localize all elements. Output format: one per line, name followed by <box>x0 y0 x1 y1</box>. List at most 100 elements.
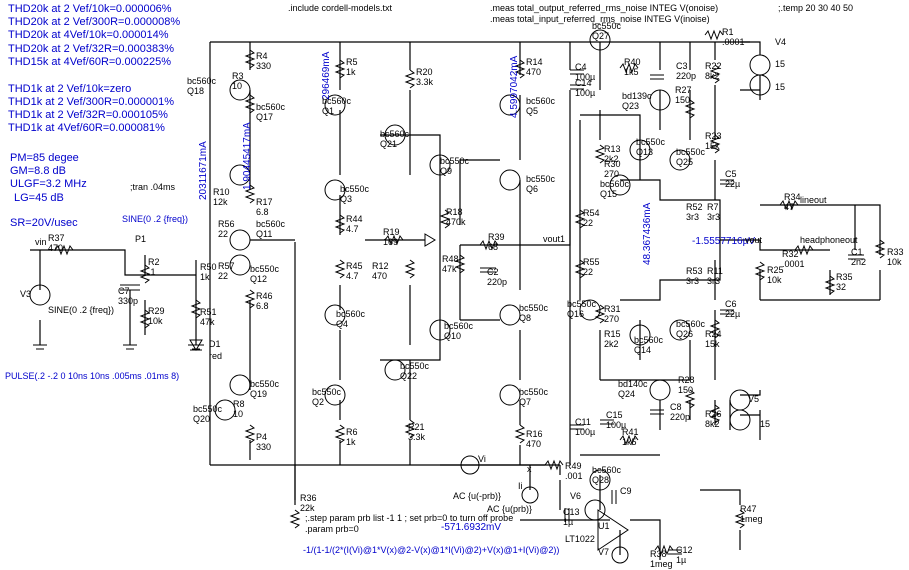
component-ref: R13 <box>604 144 621 154</box>
component-ref: C15 <box>606 410 623 420</box>
component-ref: R28 <box>678 375 695 385</box>
component-ref: C9 <box>620 486 632 496</box>
temp-directive: ;.temp 20 30 40 50 <box>778 3 854 13</box>
component-value: 100µ <box>575 427 596 437</box>
component-value: 100µ <box>575 88 596 98</box>
component-value: 3.3k <box>408 432 426 442</box>
transistor-model: bc550c <box>340 184 370 194</box>
component-value: 470 <box>372 271 388 281</box>
component-ref: R25 <box>767 265 784 275</box>
component-value: 10 <box>232 81 243 91</box>
net-label: Ii <box>518 481 523 491</box>
component-ref: R8 <box>233 399 245 409</box>
sine-source: SINE(0 .2 {freq}) <box>48 305 115 315</box>
component-value: 330p <box>118 296 139 306</box>
source-label: 15 <box>775 59 786 69</box>
net-label: vout1 <box>543 234 566 244</box>
component-ref: C13 <box>563 507 580 517</box>
transistor-model: bc550c <box>592 21 622 31</box>
component-value: 100µ <box>575 72 596 82</box>
transistor-ref: Q21 <box>380 139 398 149</box>
component-ref: R32 <box>782 249 799 259</box>
component-ref: R12 <box>372 261 389 271</box>
step-directive: ;.step param prb list -1 1 ; set prb=0 t… <box>305 513 514 523</box>
component-value: 8k2 <box>705 71 720 81</box>
source-label: V3 <box>20 289 32 299</box>
component-ref: R20 <box>416 67 433 77</box>
component-ref: R37 <box>48 233 65 243</box>
transistor-ref: Q8 <box>519 313 532 323</box>
param-note: GM=8.8 dB <box>10 165 66 177</box>
component-ref: R38 <box>650 549 667 559</box>
source-label: 15 <box>760 419 771 429</box>
component-value: 470 <box>526 439 542 449</box>
source-label: V4 <box>775 37 787 47</box>
component-ref: R10 <box>213 187 230 197</box>
component-value: 470 <box>526 67 542 77</box>
voltage-probe: -571.6932mV <box>441 522 502 533</box>
param-note: SR=20V/usec <box>10 217 78 229</box>
component-value: 1k5 <box>622 437 637 447</box>
component-ref: R15 <box>604 329 621 339</box>
component-value: 1k <box>200 272 210 282</box>
net-label: lineout <box>800 195 827 205</box>
component-ref: R51 <box>200 307 217 317</box>
component-ref: R35 <box>836 272 853 282</box>
component-ref: C14 <box>575 78 592 88</box>
transistor-ref: Q15 <box>600 189 618 199</box>
thd-note: THD15k at 4Vef/60R=0.000225% <box>8 56 171 68</box>
transistor-model: bc560c <box>256 219 286 229</box>
component-value: 220p <box>487 277 508 287</box>
wires <box>30 41 881 560</box>
transistor-ref: Q6 <box>526 184 539 194</box>
source-label: V6 <box>570 491 582 501</box>
component-value: 330 <box>256 61 272 71</box>
component-ref: C11 <box>575 417 591 427</box>
component-value: 32 <box>836 282 847 292</box>
component-ref: C4 <box>575 62 587 72</box>
sine-source: SINE(0 .2 {freq}) <box>122 214 189 224</box>
component-ref: C8 <box>670 402 682 412</box>
diode-label: D1 <box>209 339 221 349</box>
component-value: 330 <box>256 442 272 452</box>
transistor-model: bc550c <box>526 174 556 184</box>
component-value: 6.8 <box>256 301 269 311</box>
component-value: 8k2 <box>705 419 720 429</box>
transistor-model: bc550c <box>676 147 706 157</box>
component-ref: R50 <box>200 262 217 272</box>
component-ref: R17 <box>256 197 273 207</box>
component-ref: R52 <box>686 202 703 212</box>
param-note: ULGF=3.2 MHz <box>10 178 87 190</box>
thd-note: THD1k at 4Vef/60R=0.000081% <box>8 122 165 134</box>
net-label: P1 <box>135 234 147 244</box>
current-probe: 4.5997042mA <box>509 55 520 118</box>
transistor-ref: Q25 <box>676 157 694 167</box>
component-value: 12k <box>213 197 228 207</box>
thd-note: THD20k at 2 Vef/10k=0.000006% <box>8 3 172 15</box>
component-value: 3r3 <box>707 276 721 286</box>
transistor-ref: Q17 <box>256 112 274 122</box>
transistor-ref: Q3 <box>340 194 353 204</box>
component-value: 3r3 <box>707 212 721 222</box>
component-ref: R55 <box>583 257 600 267</box>
transistor-ref: Q18 <box>187 86 205 96</box>
transistor-model: bc550c <box>519 303 549 313</box>
component-ref: R19 <box>383 227 400 237</box>
current-probe: 1.90445417mA <box>242 122 253 190</box>
component-value: 470 <box>48 243 64 253</box>
component-value: 169 <box>383 237 399 247</box>
component-value: .0001 <box>722 37 745 47</box>
loopgain-formula: -1/(1-1/(2*(I(Vi)@1*V(x)@2-V(x)@1*I(Vi)@… <box>303 545 560 555</box>
component-value: 47 <box>784 202 795 212</box>
component-value: 10 <box>233 409 244 419</box>
component-value: 6.8 <box>256 207 269 217</box>
component-ref: R23 <box>705 131 722 141</box>
transistor-model: bc560c <box>592 465 622 475</box>
thd-note: THD20k at 2 Vef/300R=0.000008% <box>8 16 181 28</box>
component-value: 22µ <box>725 179 741 189</box>
component-value: 47k <box>442 264 457 274</box>
component-ref: R5 <box>346 57 358 67</box>
component-ref: R39 <box>488 232 505 242</box>
component-ref: R7 <box>707 202 719 212</box>
